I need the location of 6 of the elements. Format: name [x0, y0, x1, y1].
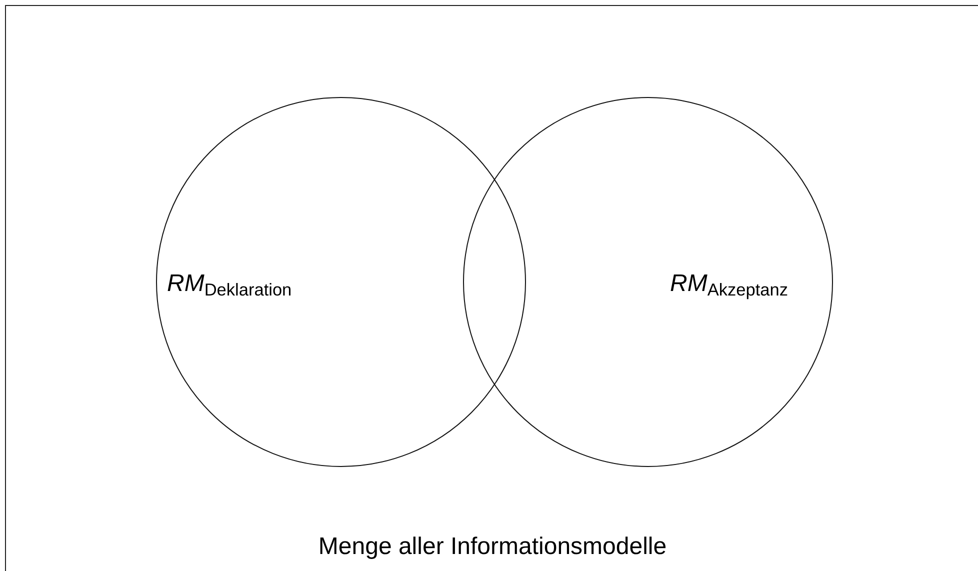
universe-label: Menge aller Informationsmodelle: [317, 533, 668, 561]
universe-rectangle: [5, 5, 978, 571]
set-label: RM$_{Akzeptanz}$: [670, 272, 788, 299]
set-circle: [156, 97, 526, 467]
set-circle: [463, 97, 833, 467]
set-label: RM$_{Deklaration}$: [167, 272, 292, 299]
